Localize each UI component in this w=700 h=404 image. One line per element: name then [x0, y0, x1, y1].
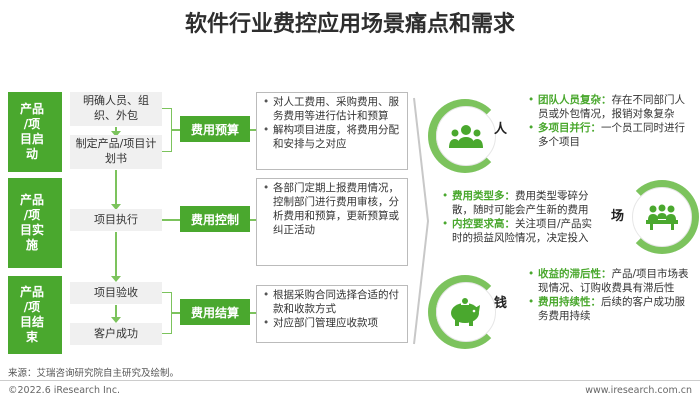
- stage-start: 产品 /项 目启 动: [8, 92, 62, 172]
- pain-heading: 费用类型多：: [452, 190, 515, 202]
- pain-text: 费用类型零碎分散，随时可能会产生新的费用: [452, 190, 589, 216]
- step-define-people: 明确人员、组织、外包: [70, 92, 162, 126]
- scene-circle: [632, 187, 692, 247]
- connector-bracket: [162, 108, 172, 152]
- pain-heading: 多项目并行：: [538, 121, 601, 134]
- detail-item: 对应部门管理应收款项: [263, 317, 401, 331]
- stage-line: 产品: [19, 102, 44, 116]
- page-title: 软件行业费控应用场景痛点和需求: [184, 12, 515, 37]
- pain-people: 团队人员复杂：存在不同部门人员或外包情况，报销对象复杂 多项目并行：一个员工同时…: [528, 94, 692, 149]
- stage-line: 目启: [19, 132, 44, 146]
- pain-item: 团队人员复杂：存在不同部门人员或外包情况，报销对象复杂: [528, 94, 692, 122]
- money-ring: [428, 275, 502, 349]
- scene-tag: 场: [611, 209, 625, 224]
- connector-line: [162, 219, 180, 221]
- piggy-bank-icon: [451, 298, 480, 326]
- pain-money: 收益的滞后性：产品/项目市场表现情况、订购收费具有滞后性 费用持续性：后续的客户…: [528, 268, 692, 323]
- money-circle: [436, 282, 496, 342]
- flow-arrow: [111, 305, 121, 323]
- pain-text: 后续的客户成功服务费用持续: [538, 295, 685, 322]
- people-ring: [428, 99, 502, 173]
- connector-line: [250, 219, 256, 221]
- copyright: ©2022.6 iResearch Inc.: [8, 385, 121, 396]
- connector-line: [172, 312, 180, 314]
- detail-item: 根据采购合同选择合适的付款和收款方式: [263, 289, 401, 317]
- stage-line: 目结: [19, 315, 44, 329]
- stage-line: /项: [23, 208, 41, 222]
- connector-bracket: [162, 292, 172, 334]
- detail-item: 各部门定期上报费用情况，控制部门进行费用审核，分析费用和预算，更新预算或纠正活动: [263, 182, 401, 237]
- people-tag: 人: [494, 122, 508, 137]
- stage-line: 施: [25, 238, 38, 252]
- pain-item: 多项目并行：一个员工同时进行多个项目: [528, 122, 692, 150]
- pain-text: 产品/项目市场表现情况、订购收费具有滞后性: [538, 268, 689, 294]
- people-group-icon: [449, 125, 483, 148]
- pain-item: 费用持续性：后续的客户成功服务费用持续: [528, 296, 692, 324]
- pain-heading: 内控要求高：: [452, 217, 515, 230]
- step-plan: 制定产品/项目计划书: [70, 135, 162, 169]
- flow-arrow: [111, 170, 121, 210]
- settlement-detail-box: 根据采购合同选择合适的付款和收款方式 对应部门管理应收款项: [256, 285, 408, 343]
- connector-line: [250, 312, 256, 314]
- pain-heading: 收益的滞后性：: [538, 268, 612, 280]
- pain-heading: 团队人员复杂：: [538, 94, 612, 106]
- detail-item: 解构项目进度，将费用分配和安排与之对应: [263, 124, 401, 152]
- chevron-divider: [413, 97, 430, 345]
- connector-line: [250, 129, 256, 131]
- flow-arrow: [111, 127, 121, 137]
- stage-line: 产品: [19, 193, 44, 207]
- stage-line: 动: [25, 147, 38, 161]
- cost-settlement-box: 费用结算: [180, 299, 250, 325]
- flow-arrow: [111, 232, 121, 282]
- pain-text: 关注项目/产品实时的损益风险情况，决定投入: [452, 217, 593, 244]
- pain-item: 收益的滞后性：产品/项目市场表现情况、订购收费具有滞后性: [528, 268, 692, 296]
- connector-line: [172, 129, 180, 131]
- source-note: 来源：艾瑞咨询研究院自主研究及绘制。: [8, 368, 180, 379]
- pain-heading: 费用持续性：: [538, 295, 601, 308]
- control-detail-box: 各部门定期上报费用情况，控制部门进行费用审核，分析费用和预算，更新预算或纠正活动: [256, 178, 408, 266]
- stage-implementation: 产品 /项 目实 施: [8, 178, 62, 268]
- step-acceptance: 项目验收: [70, 282, 162, 304]
- meeting-table-icon: [646, 204, 678, 230]
- pain-item: 内控要求高：关注项目/产品实时的损益风险情况，决定投入: [442, 218, 602, 246]
- stage-end: 产品 /项 目结 束: [8, 276, 62, 354]
- stage-line: 束: [25, 330, 38, 344]
- people-circle: [436, 106, 496, 166]
- pain-scene: 费用类型多：费用类型零碎分散，随时可能会产生新的费用 内控要求高：关注项目/产品…: [442, 190, 602, 245]
- cost-budget-box: 费用预算: [180, 116, 250, 142]
- stage-line: /项: [23, 117, 41, 131]
- stage-line: 产品: [19, 285, 44, 299]
- website-link[interactable]: www.iresearch.com.cn: [585, 385, 692, 396]
- pain-text: 存在不同部门人员或外包情况，报销对象复杂: [538, 94, 685, 120]
- pain-text: 一个员工同时进行多个项目: [538, 121, 685, 148]
- cost-control-box: 费用控制: [180, 206, 250, 232]
- stage-line: 目实: [19, 223, 44, 237]
- budget-detail-box: 对人工费用、采购费用、服务费用等进行估计和预算 解构项目进度，将费用分配和安排与…: [256, 92, 408, 170]
- step-customer-success: 客户成功: [70, 323, 162, 345]
- money-tag: 钱: [494, 296, 508, 311]
- footer-divider: [0, 380, 700, 381]
- detail-item: 对人工费用、采购费用、服务费用等进行估计和预算: [263, 96, 401, 124]
- stage-line: /项: [23, 300, 41, 314]
- step-execute: 项目执行: [70, 209, 162, 231]
- pain-item: 费用类型多：费用类型零碎分散，随时可能会产生新的费用: [442, 190, 602, 218]
